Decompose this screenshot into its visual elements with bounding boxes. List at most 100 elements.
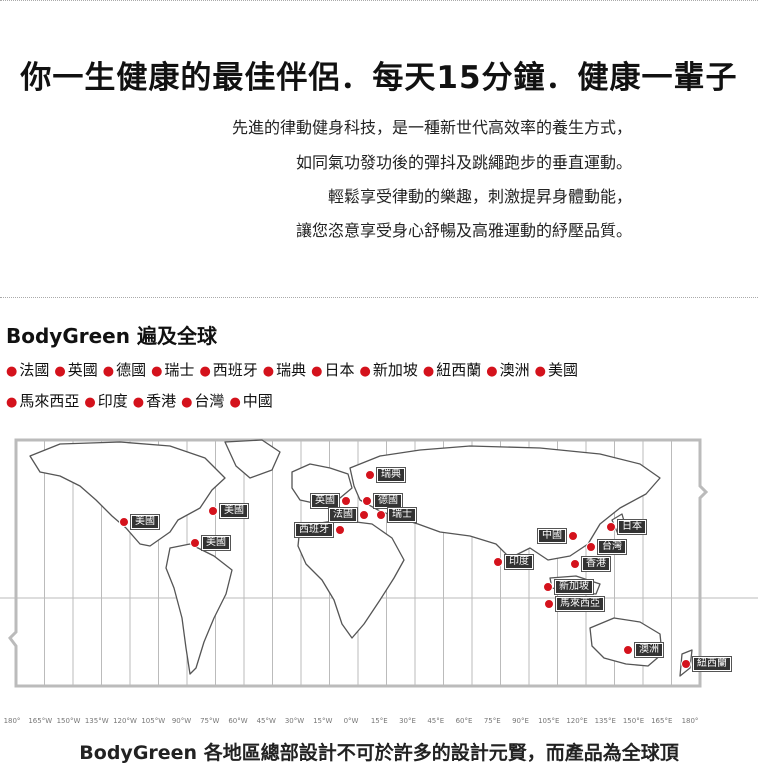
world-map-graphic bbox=[0, 438, 758, 688]
red-dot-icon: ● bbox=[534, 364, 546, 379]
country-item: ●英國 bbox=[54, 359, 97, 380]
country-list-row-2: ●馬來西亞●印度 ●香港● 台灣●中國 bbox=[6, 390, 278, 411]
country-item: ●中國 bbox=[229, 390, 272, 411]
map-marker: 美國 bbox=[119, 514, 160, 530]
longitude-tick: 135°E bbox=[594, 717, 616, 725]
longitude-tick: 165°E bbox=[651, 717, 673, 725]
country-item: ●瑞士 bbox=[151, 359, 194, 380]
map-marker-label: 美國 bbox=[130, 514, 160, 530]
longitude-tick: 120°E bbox=[566, 717, 588, 725]
location-pin-icon bbox=[119, 517, 129, 527]
map-marker-label: 香港 bbox=[581, 556, 611, 572]
longitude-tick: 120°W bbox=[113, 717, 137, 725]
country-item: ●紐西蘭 bbox=[423, 359, 481, 380]
map-marker-label: 美國 bbox=[201, 535, 231, 551]
longitude-tick: 180° bbox=[3, 717, 21, 725]
map-marker: 印度 bbox=[493, 554, 534, 570]
country-item: ●日本 bbox=[311, 359, 354, 380]
map-marker-label: 中國 bbox=[537, 528, 567, 544]
longitude-tick: 90°E bbox=[512, 717, 529, 725]
map-marker-label: 美國 bbox=[219, 503, 249, 519]
country-name: 台灣 bbox=[194, 392, 225, 410]
country-name: 法國 bbox=[19, 361, 50, 379]
country-name: 瑞士 bbox=[164, 361, 195, 379]
red-dot-icon: ● bbox=[311, 364, 323, 379]
map-marker: 澳洲 bbox=[623, 642, 664, 658]
country-item: ●法國 bbox=[6, 359, 49, 380]
location-pin-icon bbox=[568, 531, 578, 541]
red-dot-icon: ● bbox=[486, 364, 498, 379]
map-marker: 馬來西亞 bbox=[544, 596, 605, 612]
country-name: 香港 bbox=[146, 392, 177, 410]
red-dot-icon: ● bbox=[54, 364, 66, 379]
map-marker: 瑞典 bbox=[365, 467, 406, 483]
world-map: 瑞典英國德國法國瑞士西班牙美國美國美國中國日本台灣香港印度新加坡馬來西亞澳洲紐西… bbox=[0, 428, 758, 718]
map-marker: 台灣 bbox=[586, 539, 627, 555]
location-pin-icon bbox=[543, 582, 553, 592]
location-pin-icon bbox=[544, 599, 554, 609]
map-marker: 西班牙 bbox=[294, 522, 345, 538]
country-name: 澳洲 bbox=[499, 361, 530, 379]
map-marker: 新加坡 bbox=[543, 579, 594, 595]
map-marker-label: 紐西蘭 bbox=[692, 656, 732, 672]
location-pin-icon bbox=[586, 542, 596, 552]
map-marker: 法國 bbox=[328, 507, 369, 523]
location-pin-icon bbox=[335, 525, 345, 535]
red-dot-icon: ● bbox=[422, 364, 435, 379]
map-marker-label: 瑞典 bbox=[376, 467, 406, 483]
longitude-tick: 30°E bbox=[399, 717, 416, 725]
location-pin-icon bbox=[606, 522, 616, 532]
map-marker-label: 台灣 bbox=[597, 539, 627, 555]
country-list-row-1: ●法國●英國●德國●瑞士●西班牙●瑞典●日本●新加坡●紐西蘭●澳洲●美國 bbox=[6, 359, 583, 380]
intro-line-3: 輕鬆享受律動的樂趣，刺激提昇身體動能， bbox=[327, 187, 632, 206]
country-name: 英國 bbox=[67, 361, 98, 379]
country-item: ●美國 bbox=[535, 359, 578, 380]
red-dot-icon: ● bbox=[359, 364, 371, 379]
country-name: 新加坡 bbox=[372, 361, 418, 379]
section-divider bbox=[0, 297, 758, 298]
longitude-tick: 60°W bbox=[228, 717, 248, 725]
longitude-tick: 45°W bbox=[256, 717, 276, 725]
intro-line-4: 讓您恣意享受身心舒暢及高雅運動的紓壓品質。 bbox=[295, 221, 632, 240]
country-name: 中國 bbox=[242, 392, 273, 410]
longitude-tick: 150°W bbox=[56, 717, 81, 725]
location-pin-icon bbox=[493, 557, 503, 567]
location-pin-icon bbox=[359, 510, 369, 520]
map-marker-label: 法國 bbox=[328, 507, 358, 523]
country-item: ●馬來西亞 bbox=[6, 390, 79, 411]
longitude-tick: 180° bbox=[681, 717, 699, 725]
country-item: ●澳洲 bbox=[486, 359, 529, 380]
location-pin-icon bbox=[623, 645, 633, 655]
country-name: 瑞典 bbox=[276, 361, 307, 379]
location-pin-icon bbox=[362, 496, 372, 506]
map-marker: 英國 bbox=[310, 493, 351, 509]
red-dot-icon: ● bbox=[6, 364, 18, 379]
location-pin-icon bbox=[570, 559, 580, 569]
location-pin-icon bbox=[681, 659, 691, 669]
country-item: ●新加坡 bbox=[360, 359, 418, 380]
map-marker: 美國 bbox=[208, 503, 249, 519]
longitude-tick: 135°W bbox=[84, 717, 109, 725]
country-name: 印度 bbox=[97, 392, 128, 410]
country-item: ●西班牙 bbox=[199, 359, 257, 380]
top-divider bbox=[0, 0, 758, 1]
red-dot-icon: ● bbox=[132, 395, 145, 410]
longitude-tick: 0°W bbox=[343, 717, 359, 725]
country-item: ●香港 bbox=[133, 390, 176, 411]
longitude-tick: 90°W bbox=[171, 717, 192, 725]
map-marker: 瑞士 bbox=[376, 507, 417, 523]
red-dot-icon: ● bbox=[102, 364, 115, 379]
country-name: 美國 bbox=[547, 361, 578, 379]
map-marker-label: 英國 bbox=[310, 493, 340, 509]
longitude-tick: 75°E bbox=[483, 717, 501, 725]
longitude-tick: 105°E bbox=[538, 717, 560, 725]
red-dot-icon: ● bbox=[199, 364, 211, 379]
map-marker-label: 馬來西亞 bbox=[555, 596, 605, 612]
map-marker: 德國 bbox=[362, 493, 403, 509]
location-pin-icon bbox=[208, 506, 218, 516]
country-item: ●印度 bbox=[84, 390, 127, 411]
map-marker: 中國 bbox=[537, 528, 578, 544]
country-item: ●德國 bbox=[103, 359, 146, 380]
map-marker-label: 日本 bbox=[617, 519, 647, 535]
